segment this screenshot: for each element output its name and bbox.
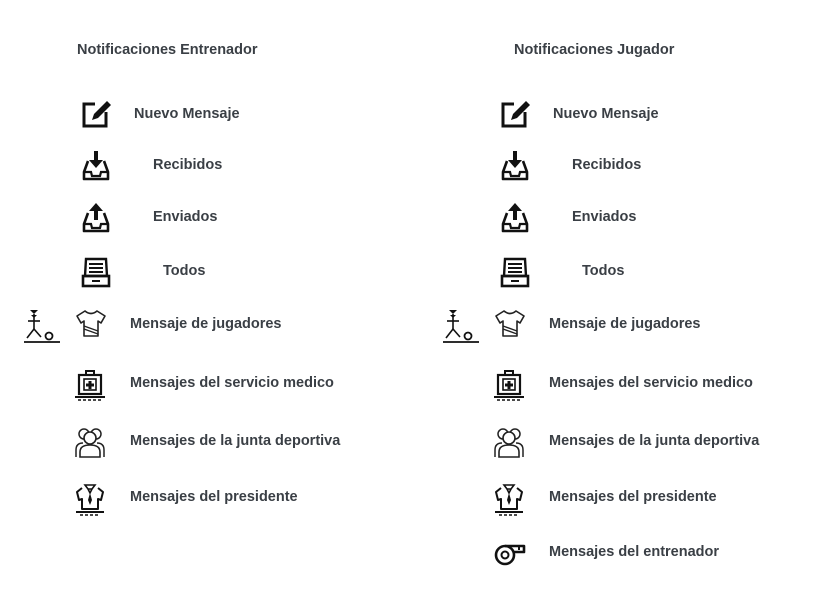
coach-received-item[interactable]: Recibidos xyxy=(0,148,400,188)
coach-players-messages-label: Mensaje de jugadores xyxy=(130,316,282,332)
inbox-down-icon xyxy=(498,148,532,184)
coach-sent-label: Enviados xyxy=(153,209,218,225)
medical-kit-icon xyxy=(492,366,526,402)
coach-all-item[interactable]: Todos xyxy=(0,254,400,294)
coach-notifications-panel: Notificaciones Entrenador Nuevo Mensaje … xyxy=(0,0,400,597)
player-president-messages-label: Mensajes del presidente xyxy=(549,489,717,505)
drawer-all-icon xyxy=(79,254,113,290)
coach-new-message-label: Nuevo Mensaje xyxy=(134,106,240,122)
player-board-messages-label: Mensajes de la junta deportiva xyxy=(549,433,760,449)
medical-kit-icon xyxy=(73,366,107,402)
coach-president-messages-label: Mensajes del presidente xyxy=(130,489,298,505)
group-icon xyxy=(73,424,107,460)
coach-medical-messages-label: Mensajes del servicio medico xyxy=(130,375,334,391)
player-sent-label: Enviados xyxy=(572,209,637,225)
edit-icon xyxy=(498,97,532,133)
player-president-messages-item[interactable]: Mensajes del presidente xyxy=(419,480,819,520)
player-sent-item[interactable]: Enviados xyxy=(419,200,819,240)
inbox-down-icon xyxy=(79,148,113,184)
suit-tie-icon xyxy=(73,480,107,516)
player-panel-title: Notificaciones Jugador xyxy=(514,42,675,58)
outbox-up-icon xyxy=(498,200,532,236)
coach-panel-title: Notificaciones Entrenador xyxy=(77,42,258,58)
player-players-messages-label: Mensaje de jugadores xyxy=(549,316,701,332)
whistle-icon xyxy=(492,535,526,571)
player-players-messages-item[interactable]: Mensaje de jugadores xyxy=(419,307,819,347)
player-medical-messages-item[interactable]: Mensajes del servicio medico xyxy=(419,366,819,406)
outbox-up-icon xyxy=(79,200,113,236)
player-notifications-panel: Notificaciones Jugador Nuevo Mensaje Rec… xyxy=(419,0,819,597)
coach-new-message-item[interactable]: Nuevo Mensaje xyxy=(0,97,400,137)
player-coach-messages-label: Mensajes del entrenador xyxy=(549,544,720,560)
coach-president-messages-item[interactable]: Mensajes del presidente xyxy=(0,480,400,520)
drawer-all-icon xyxy=(498,254,532,290)
player-board-messages-item[interactable]: Mensajes de la junta deportiva xyxy=(419,424,819,464)
player-all-item[interactable]: Todos xyxy=(419,254,819,294)
edit-icon xyxy=(79,97,113,133)
coach-medical-messages-item[interactable]: Mensajes del servicio medico xyxy=(0,366,400,406)
jersey-icon xyxy=(493,305,527,341)
suit-tie-icon xyxy=(492,480,526,516)
coach-board-messages-item[interactable]: Mensajes de la junta deportiva xyxy=(0,424,400,464)
player-new-message-label: Nuevo Mensaje xyxy=(553,106,659,122)
player-received-label: Recibidos xyxy=(572,157,642,173)
coach-sent-item[interactable]: Enviados xyxy=(0,200,400,240)
coach-received-label: Recibidos xyxy=(153,157,223,173)
jersey-icon xyxy=(74,305,108,341)
player-medical-messages-label: Mensajes del servicio medico xyxy=(549,375,753,391)
coach-players-messages-item[interactable]: Mensaje de jugadores xyxy=(0,307,400,347)
player-all-label: Todos xyxy=(582,263,625,279)
player-ball-icon xyxy=(443,307,481,345)
player-ball-icon xyxy=(24,307,62,345)
player-new-message-item[interactable]: Nuevo Mensaje xyxy=(419,97,819,137)
coach-all-label: Todos xyxy=(163,263,206,279)
player-coach-messages-item[interactable]: Mensajes del entrenador xyxy=(419,535,819,575)
group-icon xyxy=(492,424,526,460)
coach-board-messages-label: Mensajes de la junta deportiva xyxy=(130,433,341,449)
player-received-item[interactable]: Recibidos xyxy=(419,148,819,188)
